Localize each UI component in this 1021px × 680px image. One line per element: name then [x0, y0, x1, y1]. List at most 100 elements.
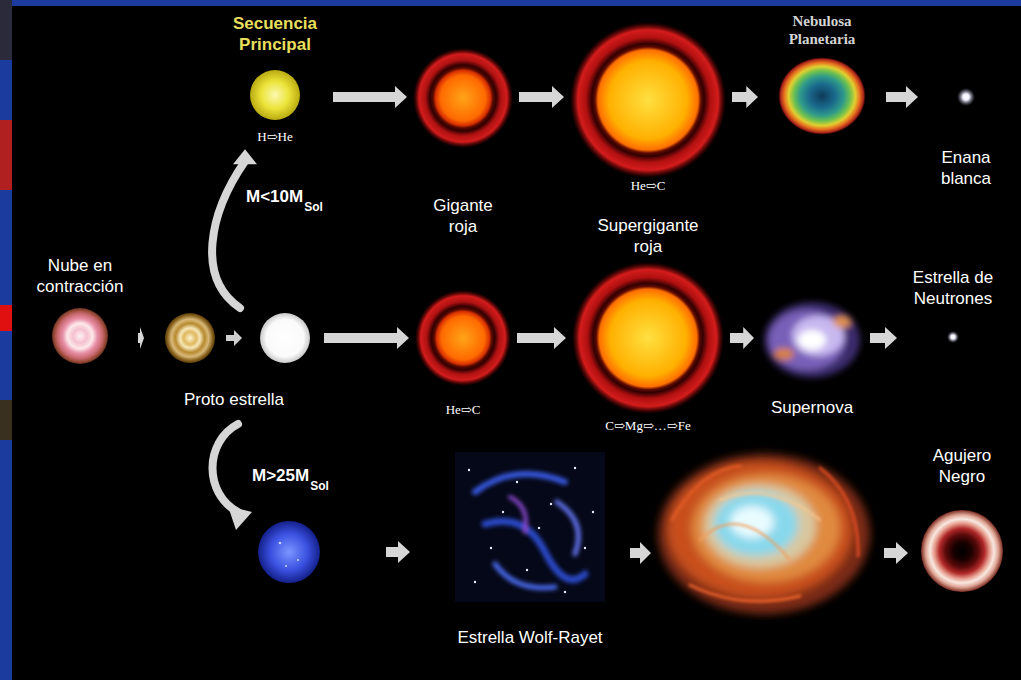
flow-arrow	[517, 327, 566, 349]
red-giant-star	[413, 48, 513, 148]
star-dot	[584, 547, 586, 549]
remnant-layer	[798, 330, 826, 350]
flow-arrow	[732, 86, 758, 108]
star-stage: Nebulosa Planetaria	[760, 12, 884, 137]
stage-label: Nebulosa Planetaria	[772, 12, 872, 49]
filament	[690, 585, 800, 601]
star-image	[570, 22, 726, 178]
star-stage: Gigante roja	[409, 48, 517, 237]
star-dot	[474, 581, 476, 583]
star-image	[920, 509, 1004, 593]
star-stage: Estrella Wolf-Rayet	[435, 452, 625, 649]
flow-arrow	[386, 541, 410, 563]
black-panel	[12, 6, 1021, 680]
stage-label: Proto estrella	[184, 390, 284, 411]
giant-picture	[415, 290, 511, 386]
star-dot	[538, 527, 540, 529]
side-fragment	[0, 0, 12, 60]
stage-label: Estrella de Neutrones	[903, 268, 1003, 309]
filament	[672, 466, 740, 520]
side-fragment	[0, 120, 12, 190]
mass-condition: M<10M	[246, 187, 303, 207]
compact-star	[947, 331, 959, 343]
star-image	[572, 262, 724, 414]
nebula-layer	[692, 474, 840, 582]
arrow-head	[228, 506, 252, 530]
wr-picture	[455, 452, 605, 602]
stage-label: Gigante roja	[418, 196, 508, 237]
wd-picture	[947, 331, 959, 343]
young-star	[260, 313, 310, 363]
star-dot	[516, 481, 518, 483]
mass-branch-arrow	[213, 424, 239, 512]
supernova-remnant	[764, 302, 860, 378]
neb-picture	[776, 55, 868, 137]
sg-picture	[572, 262, 724, 414]
red-supergiant-star	[572, 262, 724, 414]
arrow-head	[233, 149, 257, 164]
star-image	[51, 307, 109, 365]
sn-picture	[760, 296, 864, 384]
flow-arrow	[630, 542, 651, 564]
flow-arrow	[324, 327, 409, 349]
star-dot	[592, 511, 594, 513]
star-speckle	[297, 559, 299, 561]
bh-picture	[920, 509, 1004, 593]
star-speckle	[285, 565, 287, 567]
flow-arrow	[884, 542, 908, 564]
block-arrow	[517, 327, 566, 349]
wd-picture	[957, 88, 975, 106]
curved-connector	[212, 161, 245, 308]
filament	[820, 468, 858, 556]
block-arrow	[886, 86, 918, 108]
mass-condition: M>25M	[252, 466, 309, 486]
star-dot	[564, 591, 566, 593]
star-image	[415, 290, 511, 386]
subscript: Sol	[310, 479, 329, 493]
block-arrow	[324, 327, 409, 349]
star-stage: Supernova	[756, 296, 868, 419]
flow-arrow	[730, 327, 754, 349]
subscript: Sol	[304, 200, 323, 214]
stage-label: Secuencia Principal	[225, 14, 325, 55]
block-arrow	[138, 327, 144, 349]
filament	[495, 564, 555, 588]
star-stage: Agujero Negro	[914, 446, 1010, 593]
sky-field	[455, 452, 605, 602]
crab-nebula	[658, 454, 870, 614]
cloud-picture	[51, 307, 109, 365]
main-sequence-star	[250, 70, 300, 120]
star-image	[455, 452, 605, 602]
star-image	[957, 88, 975, 106]
gas-cloud	[52, 308, 108, 364]
stage-label: H⇨He	[257, 129, 292, 145]
giant-picture	[413, 48, 513, 148]
star-stage: He⇨CSupergigante roja	[566, 22, 730, 257]
stage-label: Nube en contracción	[28, 256, 132, 297]
black-hole	[921, 510, 1003, 592]
flow-arrow	[226, 330, 242, 346]
filament	[557, 502, 578, 554]
star-image	[413, 48, 513, 148]
block-arrow	[870, 327, 897, 349]
remnant-layer	[764, 302, 860, 378]
crab-filaments	[672, 466, 858, 601]
star-image	[760, 296, 864, 384]
star-dot	[526, 569, 528, 571]
flow-arrow	[886, 86, 918, 108]
star-stage: C⇨Mg⇨…⇨Fe	[568, 262, 728, 434]
star-stage: Enana blanca	[920, 88, 1012, 189]
nebula-layer	[658, 454, 870, 614]
nebula-layer	[730, 506, 774, 538]
star-dot	[490, 547, 492, 549]
star-image	[776, 55, 868, 137]
blue-star	[258, 521, 320, 583]
star-stage: Estrella de Neutrones	[899, 268, 1007, 343]
remnant-layer	[769, 310, 845, 370]
sg-picture	[570, 22, 726, 178]
wolf-rayet-nebula	[475, 474, 585, 588]
star-image	[947, 331, 959, 343]
flow-arrow	[138, 327, 144, 349]
